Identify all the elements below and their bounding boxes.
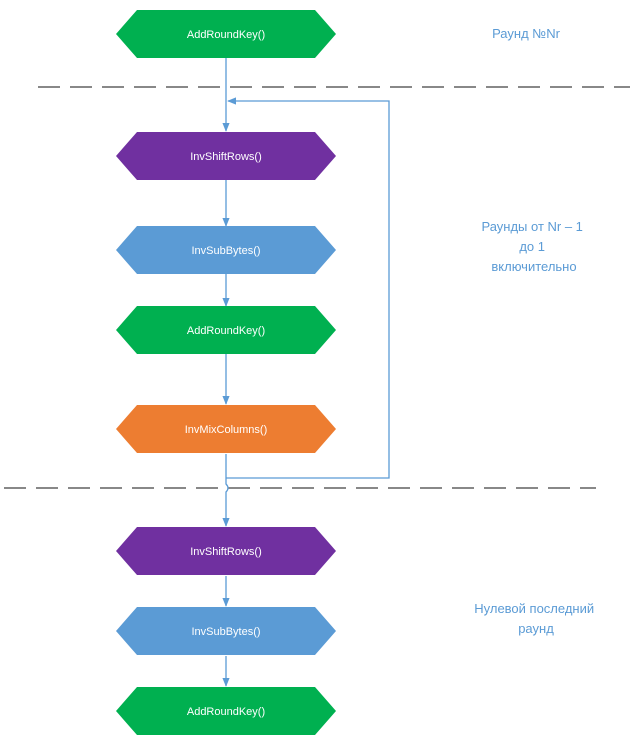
round-label-line: раунд: [518, 621, 554, 636]
node-add-round-key-final: AddRoundKey(): [116, 687, 336, 735]
connector-5: [222, 454, 230, 527]
round-label-last: Нулевой последний раунд: [474, 601, 598, 636]
node-shape: [116, 226, 336, 274]
node-add-round-key-initial: AddRoundKey(): [116, 10, 336, 58]
round-label-line: Раунды от Nr – 1: [481, 219, 582, 234]
node-shape: [116, 687, 336, 735]
round-label-line: Раунд №Nr: [492, 26, 561, 41]
node-label: AddRoundKey(): [187, 29, 265, 41]
node-shape: [116, 405, 336, 453]
node-inv-mix-columns-loop: InvMixColumns(): [116, 405, 336, 453]
node-inv-shift-rows-loop: InvShiftRows(): [116, 132, 336, 180]
node-inv-shift-rows-final: InvShiftRows(): [116, 527, 336, 575]
loop-back-connector: [226, 97, 390, 479]
node-shape: [116, 306, 336, 354]
node-label: AddRoundKey(): [187, 706, 265, 718]
node-label: InvSubBytes(): [191, 245, 260, 257]
node-inv-sub-bytes-final: InvSubBytes(): [116, 607, 336, 655]
node-shape: [116, 607, 336, 655]
round-label-line: до 1: [519, 239, 545, 254]
round-label-line: включительно: [491, 259, 576, 274]
node-label: InvSubBytes(): [191, 626, 260, 638]
node-label: InvShiftRows(): [190, 151, 262, 163]
node-inv-sub-bytes-loop: InvSubBytes(): [116, 226, 336, 274]
node-label: InvMixColumns(): [185, 424, 268, 436]
node-label: InvShiftRows(): [190, 546, 262, 558]
round-label-middle: Раунды от Nr – 1 до 1 включительно: [481, 219, 586, 274]
node-shape: [116, 10, 336, 58]
round-label-first: Раунд №Nr: [492, 26, 561, 41]
node-label: AddRoundKey(): [187, 325, 265, 337]
node-shape: [116, 132, 336, 180]
node-shape: [116, 527, 336, 575]
node-add-round-key-loop: AddRoundKey(): [116, 306, 336, 354]
round-label-line: Нулевой последний: [474, 601, 594, 616]
